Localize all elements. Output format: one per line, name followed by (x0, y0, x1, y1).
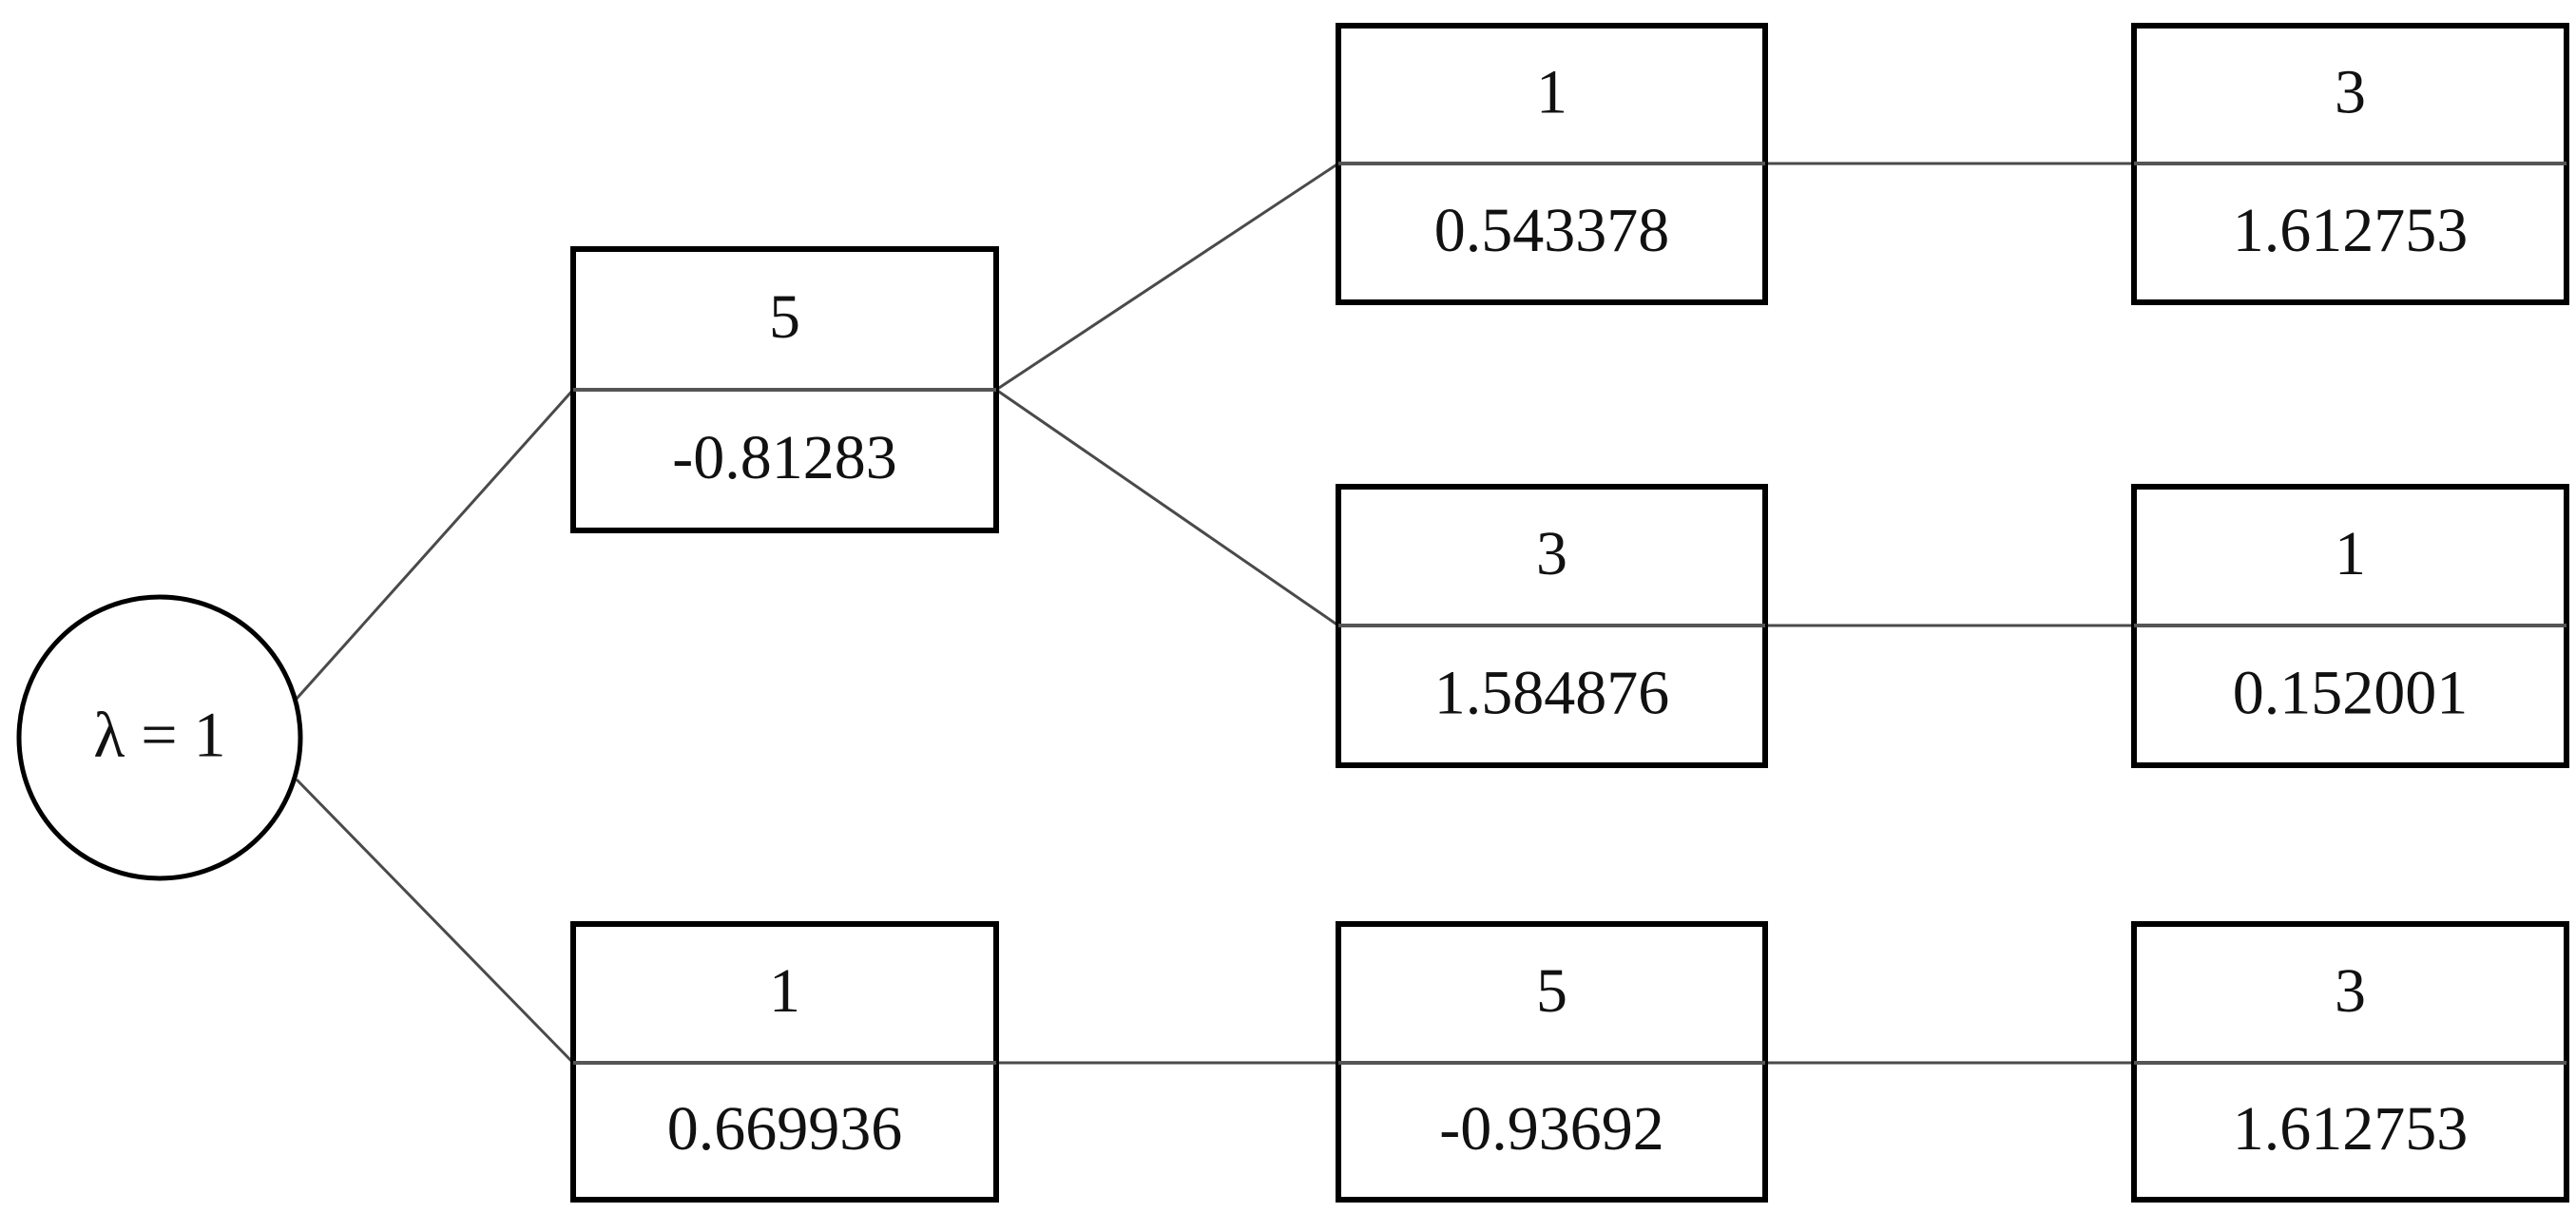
tree-node-box[interactable]: 5 -0.81283 (570, 246, 999, 533)
node-label: 5 (769, 282, 800, 352)
node-value: 1.612753 (2233, 196, 2469, 265)
node-label: 1 (2335, 519, 2366, 588)
node-label: 1 (1536, 58, 1567, 127)
node-value: -0.81283 (672, 423, 896, 492)
node-value: 1.612753 (2233, 1094, 2469, 1164)
node-label: 5 (1536, 956, 1567, 1026)
tree-node-box[interactable]: 3 1.612753 (2131, 921, 2569, 1203)
edges-layer (295, 162, 2134, 1065)
tree-node-box[interactable]: 3 1.612753 (2131, 23, 2569, 305)
tree-node-box[interactable]: 1 0.669936 (570, 921, 999, 1203)
tree-node-box[interactable]: 3 1.584876 (1336, 484, 1768, 768)
tree-edge (295, 778, 575, 1065)
tree-edge (295, 388, 575, 701)
tree-node-box[interactable]: 1 0.152001 (2131, 484, 2569, 768)
node-label: 1 (769, 956, 800, 1026)
node-value: -0.93692 (1439, 1094, 1663, 1164)
tree-node-box[interactable]: 1 0.543378 (1336, 23, 1768, 305)
root-label: λ = 1 (93, 699, 225, 771)
tree-edge (995, 388, 1339, 627)
node-value: 0.543378 (1434, 196, 1670, 265)
node-label: 3 (2335, 956, 2366, 1026)
root-circle-outline (16, 594, 303, 881)
tree-node-box[interactable]: 5 -0.93692 (1336, 921, 1768, 1203)
root-node[interactable]: λ = 1 (16, 594, 303, 881)
tree-edge (995, 162, 1339, 392)
root-node-layer: λ = 1 (16, 594, 303, 881)
node-label: 3 (2335, 58, 2366, 127)
nodes-layer: 5 -0.81283 1 0.543378 3 1.612753 3 1.584876 1 0.1… (570, 23, 2569, 1203)
node-value: 0.669936 (667, 1094, 903, 1164)
node-value: 0.152001 (2233, 659, 2469, 728)
node-value: 1.584876 (1434, 659, 1670, 728)
node-label: 3 (1536, 519, 1567, 588)
